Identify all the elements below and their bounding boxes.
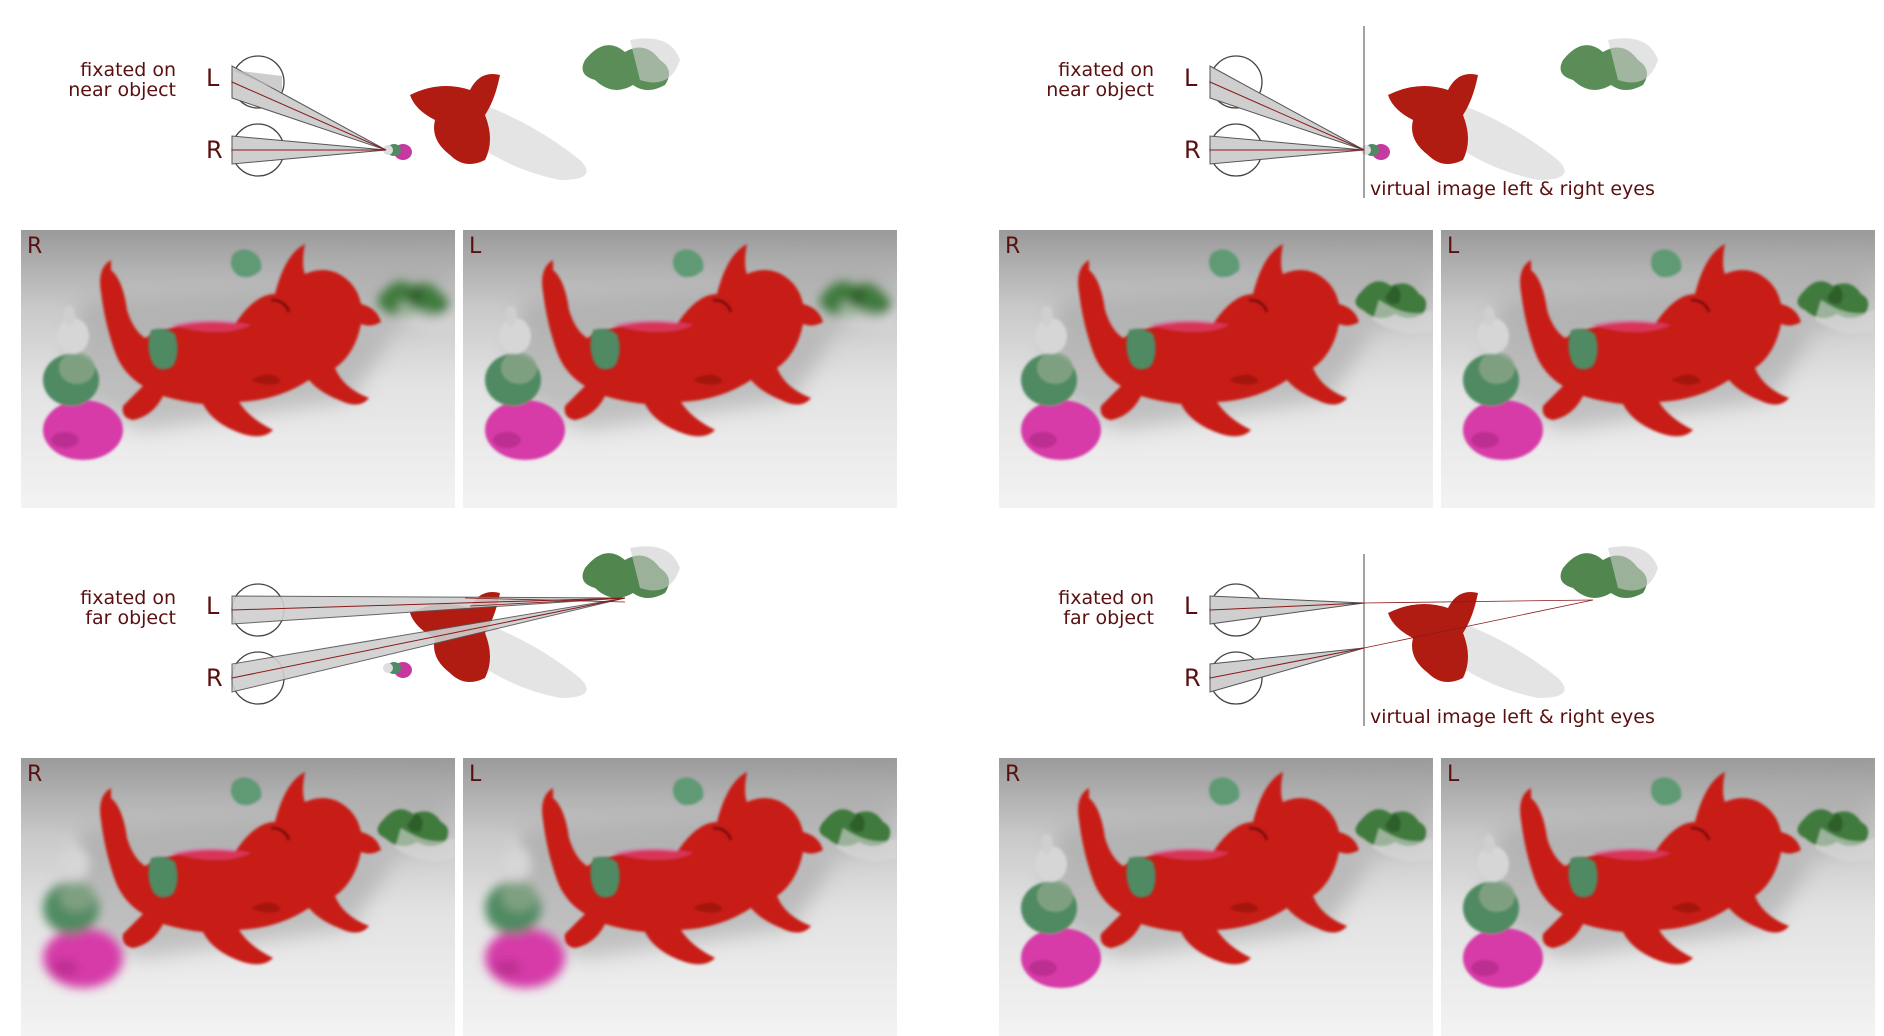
- dragon-small: [410, 74, 500, 164]
- fixation-label: fixated on far object: [1058, 587, 1154, 629]
- dragon-model: [1520, 772, 1801, 965]
- armadillo-model: [1126, 777, 1240, 898]
- dragon-model: [100, 244, 381, 437]
- panel-label: L: [469, 762, 482, 787]
- eye-label-right: R: [206, 136, 223, 164]
- dragon-small: [1388, 74, 1478, 164]
- scene-render: [485, 244, 897, 460]
- tree-model: [377, 281, 455, 334]
- bunny-small: [383, 144, 412, 160]
- eye-label-left: L: [206, 592, 220, 620]
- viewing-geometry-svg: [231, 546, 680, 705]
- panel-label: L: [469, 234, 482, 259]
- eye-label-left: L: [1184, 592, 1198, 620]
- tree-model: [1797, 281, 1875, 334]
- render-panel-left-eye: L: [1441, 758, 1875, 1036]
- viewing-geometry-svg: [1209, 26, 1658, 198]
- bunny-model: [485, 306, 565, 460]
- armadillo-model: [148, 777, 262, 898]
- eye-label-right: R: [206, 664, 223, 692]
- render-panel-left-eye: L: [1441, 230, 1875, 508]
- eye-label-right: R: [1184, 664, 1201, 692]
- render-panel-right-eye: R: [21, 758, 455, 1036]
- tree-model: [819, 281, 897, 334]
- bunny-model: [1463, 834, 1543, 988]
- bunny-model: [1463, 306, 1543, 460]
- eye-label-left: L: [206, 64, 220, 92]
- render-panel-left-eye: L: [463, 230, 897, 508]
- panel-label: R: [1005, 762, 1021, 787]
- render-panel-right-eye: R: [999, 758, 1433, 1036]
- tree-far: [582, 38, 680, 90]
- bunny-model: [43, 306, 123, 460]
- dragon-model: [1078, 244, 1359, 437]
- scene-render: [1021, 244, 1433, 460]
- armadillo-model: [590, 777, 704, 898]
- eye-label-right: R: [1184, 136, 1201, 164]
- bunny-small: [383, 662, 412, 678]
- armadillo-model: [1126, 249, 1240, 370]
- armadillo-model: [1568, 249, 1682, 370]
- dragon-model: [100, 772, 381, 965]
- tree-model: [1355, 809, 1433, 862]
- tree-far: [582, 546, 680, 598]
- scene-render: [1463, 244, 1875, 460]
- eye-diagram: fixated on near object L R virtual image…: [978, 0, 1878, 220]
- panel-label: R: [1005, 234, 1021, 259]
- bunny-small: [1361, 144, 1390, 160]
- bunny-model: [1021, 306, 1101, 460]
- fixation-label: fixated on near object: [1046, 59, 1154, 101]
- bunny-model: [485, 834, 565, 988]
- eye-diagram: fixated on far object L R virtual image …: [978, 528, 1878, 748]
- tree-far: [1560, 38, 1658, 90]
- render-panel-right-eye: R: [999, 230, 1433, 508]
- scene-render: [485, 772, 897, 988]
- virtual-image-label: virtual image left & right eyes: [1370, 706, 1655, 728]
- armadillo-model: [590, 249, 704, 370]
- viewing-geometry-svg: [1209, 546, 1658, 726]
- tree-model: [819, 809, 897, 862]
- tree-model: [1355, 281, 1433, 334]
- eye-diagram: fixated on far object L R: [0, 528, 900, 748]
- fixation-label: fixated on far object: [80, 587, 176, 629]
- fixation-label: fixated on near object: [68, 59, 176, 101]
- panel-label: R: [27, 234, 43, 259]
- dragon-model: [542, 772, 823, 965]
- dragon-model: [1520, 244, 1801, 437]
- dragon-model: [542, 244, 823, 437]
- panel-label: L: [1447, 234, 1460, 259]
- dragon-model: [1078, 772, 1359, 965]
- tree-model: [377, 809, 455, 862]
- render-panel-right-eye: R: [21, 230, 455, 508]
- scene-render: [43, 772, 455, 988]
- armadillo-model: [1568, 777, 1682, 898]
- render-panel-left-eye: L: [463, 758, 897, 1036]
- virtual-image-label: virtual image left & right eyes: [1370, 178, 1655, 200]
- bunny-model: [1021, 834, 1101, 988]
- scene-render: [1463, 772, 1875, 988]
- scene-render: [1021, 772, 1433, 988]
- dragon-small: [1388, 592, 1478, 682]
- tree-far: [1560, 546, 1658, 598]
- bunny-model: [43, 834, 123, 988]
- panel-label: R: [27, 762, 43, 787]
- eye-diagram: fixated on near object L R: [0, 0, 900, 220]
- panel-label: L: [1447, 762, 1460, 787]
- viewing-geometry-svg: [231, 38, 680, 180]
- armadillo-model: [148, 249, 262, 370]
- scene-render: [43, 244, 455, 460]
- eye-label-left: L: [1184, 64, 1198, 92]
- tree-model: [1797, 809, 1875, 862]
